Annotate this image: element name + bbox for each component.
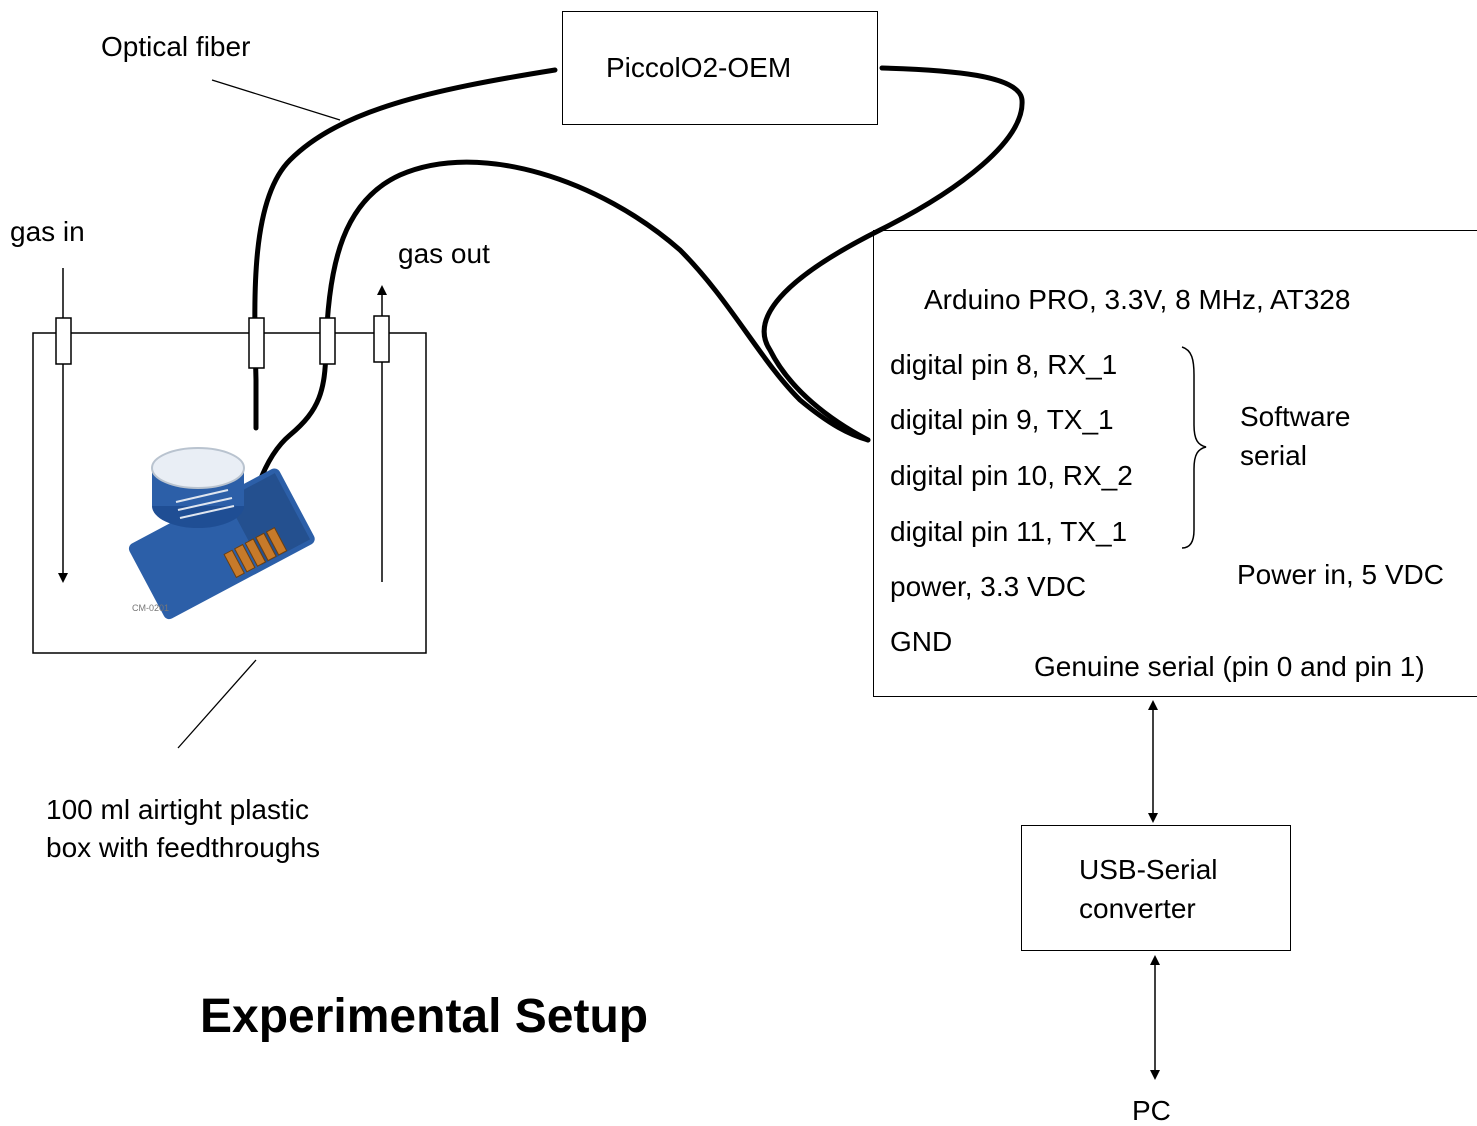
plastic-box (32, 332, 427, 654)
piccolo-label: PiccolO2-OEM (606, 52, 792, 83)
usb-serial-line2: converter (1079, 893, 1196, 924)
pin-item-11: digital pin 11, TX_1 (890, 516, 1128, 547)
arduino-title: Arduino PRO, 3.3V, 8 MHz, AT328 (924, 284, 1351, 315)
genuine-serial-label: Genuine serial (pin 0 and pin 1) (1034, 651, 1425, 682)
sensor-cable (237, 159, 871, 556)
diagram-title: Experimental Setup (200, 990, 649, 1043)
gas-out-label: gas out (398, 238, 490, 269)
oxygen-sensor-image: CM-0201 (128, 447, 315, 620)
software-serial-label-line1: Software (1240, 401, 1351, 432)
feedthrough-sensor (319, 317, 336, 365)
pin-item-power: power, 3.3 VDC (890, 571, 1087, 602)
software-serial-brace (1181, 346, 1207, 549)
optical-fiber-cable (252, 67, 558, 431)
optical-fiber-label: Optical fiber (101, 31, 251, 62)
feedthrough-fiber (248, 317, 265, 369)
software-serial-label-line2: serial (1240, 440, 1307, 471)
box-caption-line1: 100 ml airtight plastic (46, 794, 310, 825)
feedthrough-gas-out (373, 315, 390, 363)
usb-serial-line1: USB-Serial (1079, 854, 1218, 885)
optical-fiber-leader (211, 79, 341, 121)
box-caption-leader (177, 659, 257, 749)
piccolo-arduino-cable (761, 65, 1025, 443)
pin-item-gnd: GND (890, 626, 953, 657)
arduino-box: Arduino PRO, 3.3V, 8 MHz, AT328 digital … (873, 230, 1477, 697)
pin-item-8: digital pin 8, RX_1 (890, 349, 1118, 380)
power-in-label: Power in, 5 VDC (1237, 559, 1444, 590)
sensor-label: CM-0201 (132, 603, 169, 613)
gas-in-label: gas in (10, 216, 85, 247)
pc-label: PC (1132, 1095, 1171, 1126)
feedthrough-gas-in (55, 317, 72, 365)
box-caption-line2: box with feedthroughs (46, 832, 320, 863)
piccolo-box: PiccolO2-OEM (562, 11, 878, 125)
usb-serial-box: USB-Serial converter (1021, 825, 1291, 951)
pin-item-10: digital pin 10, RX_2 (890, 460, 1133, 491)
pin-item-9: digital pin 9, TX_1 (890, 404, 1114, 435)
